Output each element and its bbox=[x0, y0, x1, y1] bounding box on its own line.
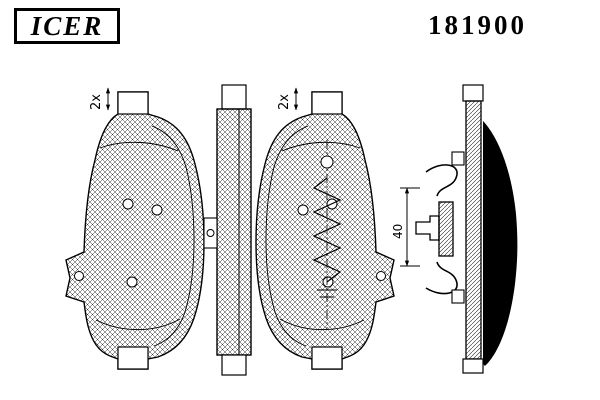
dimension-40: 40 bbox=[391, 187, 420, 267]
technical-drawing: 2x 2x bbox=[65, 84, 518, 376]
friction-material-profile bbox=[483, 120, 518, 366]
qty-label-right: 2x bbox=[277, 94, 292, 110]
part-number: 181900 bbox=[428, 10, 527, 40]
brand-name: ICER bbox=[30, 10, 104, 41]
brake-pad-front-left bbox=[65, 91, 205, 370]
wear-indicator-spring bbox=[312, 140, 342, 330]
retaining-clip-detail bbox=[415, 164, 458, 295]
brand-logo: ICER bbox=[14, 8, 120, 44]
brake-pad-side-view-left bbox=[203, 84, 252, 376]
qty-dimension-left: 2x bbox=[89, 87, 111, 111]
qty-label-left: 2x bbox=[89, 94, 104, 110]
brake-pad-side-view-right bbox=[451, 84, 518, 374]
clip-dimension-label: 40 bbox=[391, 224, 405, 239]
qty-dimension-right: 2x bbox=[277, 87, 299, 111]
